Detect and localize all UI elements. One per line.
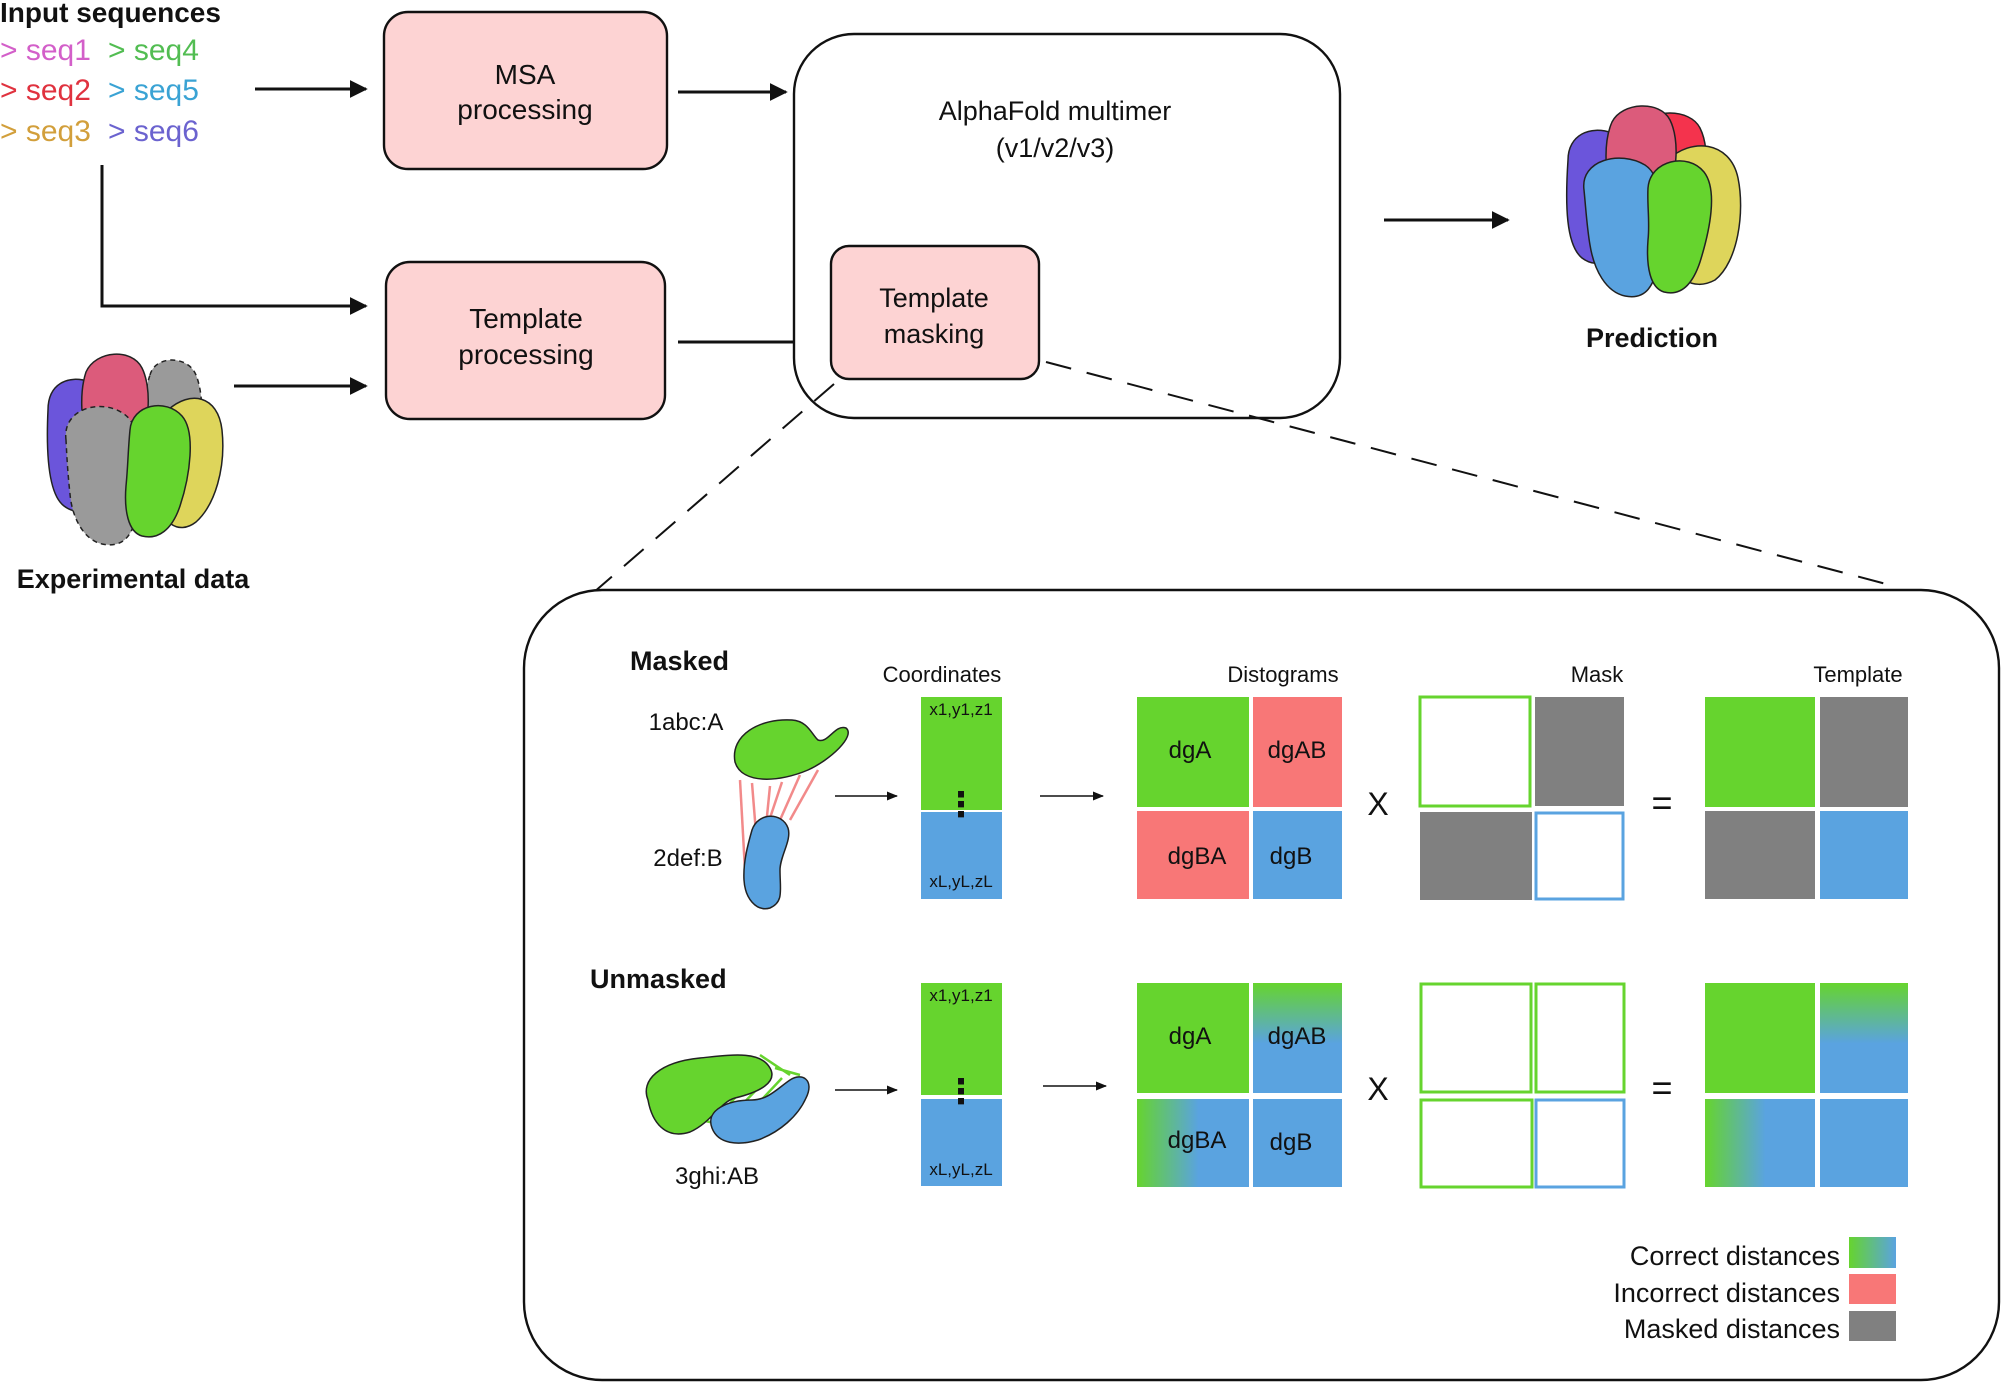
template-aa bbox=[1705, 697, 1815, 807]
chain-b-label: 2def:B bbox=[653, 845, 722, 872]
mask-ab-masked bbox=[1535, 697, 1624, 806]
seq-label: > seq4 bbox=[108, 34, 199, 67]
coords-chain-a bbox=[921, 697, 1002, 810]
seq-label: > seq3 bbox=[0, 115, 91, 148]
legend-label: Correct distances bbox=[1630, 1241, 1840, 1271]
msa-processing-box bbox=[382, 10, 669, 171]
template-box-label: processing bbox=[458, 339, 593, 370]
msa-box-label: processing bbox=[457, 94, 592, 125]
template-bb bbox=[1820, 1099, 1908, 1187]
col-header-coordinates: Coordinates bbox=[883, 662, 1002, 687]
legend-swatch-correct bbox=[1849, 1237, 1896, 1268]
seq-label: > seq5 bbox=[108, 74, 199, 107]
msa-box-label: MSA bbox=[495, 59, 556, 90]
distogram-ba bbox=[1137, 1099, 1249, 1187]
coord-first: x1,y1,z1 bbox=[929, 986, 992, 1005]
input-title: Input sequences bbox=[0, 0, 221, 28]
experimental-complex-icon bbox=[46, 353, 224, 546]
coord-last: xL,yL,zL bbox=[929, 1160, 992, 1179]
seq-label: > seq2 bbox=[0, 74, 91, 107]
seq-label: > seq6 bbox=[108, 115, 199, 148]
mask-ab-open bbox=[1534, 982, 1626, 1094]
distogram-ba-label: dgBA bbox=[1168, 1127, 1227, 1154]
template-aa bbox=[1705, 983, 1815, 1093]
seq-label: > seq1 bbox=[0, 34, 91, 67]
masked-chains-icon bbox=[733, 719, 849, 910]
distogram-bb-label: dgB bbox=[1270, 1129, 1313, 1156]
equals-operator: = bbox=[1651, 1067, 1672, 1108]
legend-label: Masked distances bbox=[1624, 1314, 1840, 1344]
distogram-aa-label: dgA bbox=[1169, 737, 1212, 764]
chain-a-label: 1abc:A bbox=[649, 709, 724, 736]
template-ba bbox=[1705, 1099, 1815, 1187]
coords-chain-b bbox=[921, 812, 1002, 899]
mask-bb-open bbox=[1534, 1098, 1626, 1189]
distogram-bb bbox=[1253, 811, 1342, 899]
unmasked-title: Unmasked bbox=[590, 964, 727, 994]
template-processing-box bbox=[384, 260, 667, 421]
legend-swatch-incorrect bbox=[1849, 1274, 1896, 1304]
distogram-ab-label: dgAB bbox=[1268, 1023, 1327, 1050]
zoom-line-right bbox=[1045, 361, 1891, 586]
template-box-label: Template bbox=[469, 303, 583, 334]
distogram-ba bbox=[1137, 811, 1249, 899]
template-ab bbox=[1820, 697, 1908, 807]
zoom-line-left bbox=[577, 383, 835, 607]
distogram-ba-label: dgBA bbox=[1168, 843, 1227, 870]
masking-box-label: masking bbox=[884, 319, 985, 349]
distogram-ab bbox=[1253, 983, 1342, 1093]
complex-label: 3ghi:AB bbox=[675, 1163, 759, 1190]
legend-swatch-masked bbox=[1849, 1311, 1896, 1341]
coord-ellipsis: ⋮ bbox=[944, 786, 978, 824]
distogram-bb-label: dgB bbox=[1270, 843, 1313, 870]
col-header-mask: Mask bbox=[1571, 662, 1625, 687]
mask-aa-open bbox=[1418, 695, 1532, 808]
distogram-ab-label: dgAB bbox=[1268, 737, 1327, 764]
col-header-template: Template bbox=[1813, 662, 1902, 687]
arrow-seq-to-template bbox=[100, 165, 368, 315]
prediction-complex-icon bbox=[1565, 105, 1742, 298]
mask-ba-masked bbox=[1420, 812, 1532, 900]
model-box-label: (v1/v2/v3) bbox=[996, 133, 1115, 163]
coord-last: xL,yL,zL bbox=[929, 872, 992, 891]
masked-title: Masked bbox=[630, 646, 729, 676]
coord-first: x1,y1,z1 bbox=[929, 700, 992, 719]
distogram-aa-label: dgA bbox=[1169, 1023, 1212, 1050]
coords-chain-a bbox=[921, 983, 1002, 1095]
prediction-label: Prediction bbox=[1586, 323, 1718, 353]
template-masking-box bbox=[829, 244, 1041, 381]
distogram-ab bbox=[1253, 697, 1342, 807]
mask-aa-open bbox=[1419, 982, 1533, 1094]
template-ba bbox=[1705, 811, 1815, 899]
times-operator: X bbox=[1367, 1071, 1388, 1107]
mask-bb-open bbox=[1534, 811, 1625, 901]
legend-label: Incorrect distances bbox=[1613, 1278, 1840, 1308]
equals-operator: = bbox=[1651, 782, 1672, 823]
experimental-data-label: Experimental data bbox=[17, 564, 251, 594]
unmasked-complex-icon bbox=[645, 1053, 810, 1144]
distogram-aa bbox=[1137, 983, 1249, 1093]
template-bb bbox=[1820, 811, 1908, 899]
template-ab bbox=[1820, 983, 1908, 1093]
model-box-label: AlphaFold multimer bbox=[939, 96, 1172, 126]
distogram-bb bbox=[1253, 1099, 1342, 1187]
masking-box-label: Template bbox=[879, 283, 989, 313]
coords-chain-b bbox=[921, 1099, 1002, 1186]
coord-ellipsis: ⋮ bbox=[944, 1073, 978, 1111]
distogram-aa bbox=[1137, 697, 1249, 807]
times-operator: X bbox=[1367, 786, 1388, 822]
col-header-distograms: Distograms bbox=[1227, 662, 1338, 687]
mask-ba-open bbox=[1419, 1098, 1534, 1189]
